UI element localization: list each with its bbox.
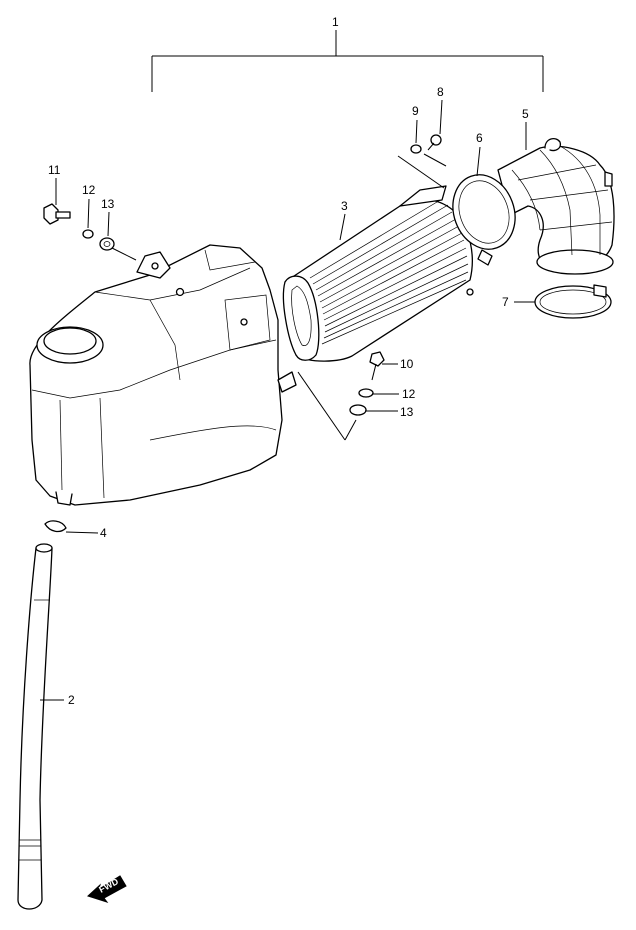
washer-12a — [82, 229, 94, 239]
callout-7: 7 — [502, 295, 509, 309]
screw-8 — [427, 134, 442, 151]
callout-13-upper: 13 — [101, 197, 115, 211]
callout-9: 9 — [412, 104, 419, 118]
callout-5: 5 — [522, 107, 529, 121]
callout-1: 1 — [332, 15, 339, 29]
callout-13-lower: 13 — [400, 405, 414, 419]
air-cleaner-case — [29, 244, 297, 506]
leader-lines — [40, 99, 535, 701]
callout-3: 3 — [341, 199, 348, 213]
washer-9 — [410, 144, 422, 154]
washer-13a — [99, 237, 115, 251]
callout-12-lower: 12 — [402, 387, 416, 401]
callout-12-upper: 12 — [82, 183, 96, 197]
forward-direction-arrow: FWD — [87, 875, 127, 903]
bolt-11 — [43, 203, 71, 225]
assembly-bracket — [151, 30, 544, 92]
washer-12b — [358, 388, 374, 398]
bolt-10 — [369, 351, 385, 381]
callout-11: 11 — [48, 163, 61, 177]
callout-10: 10 — [400, 357, 414, 371]
air-filter-element — [282, 185, 474, 362]
callout-8: 8 — [437, 85, 444, 99]
washer-13b — [349, 404, 367, 416]
intake-duct — [497, 137, 615, 275]
drain-hose — [17, 543, 53, 910]
callout-6: 6 — [476, 131, 483, 145]
clip-4 — [44, 520, 67, 533]
callout-4: 4 — [100, 526, 107, 540]
callout-2: 2 — [68, 693, 75, 707]
clamp-band-7 — [534, 284, 612, 319]
clamp-band-6 — [452, 174, 516, 266]
